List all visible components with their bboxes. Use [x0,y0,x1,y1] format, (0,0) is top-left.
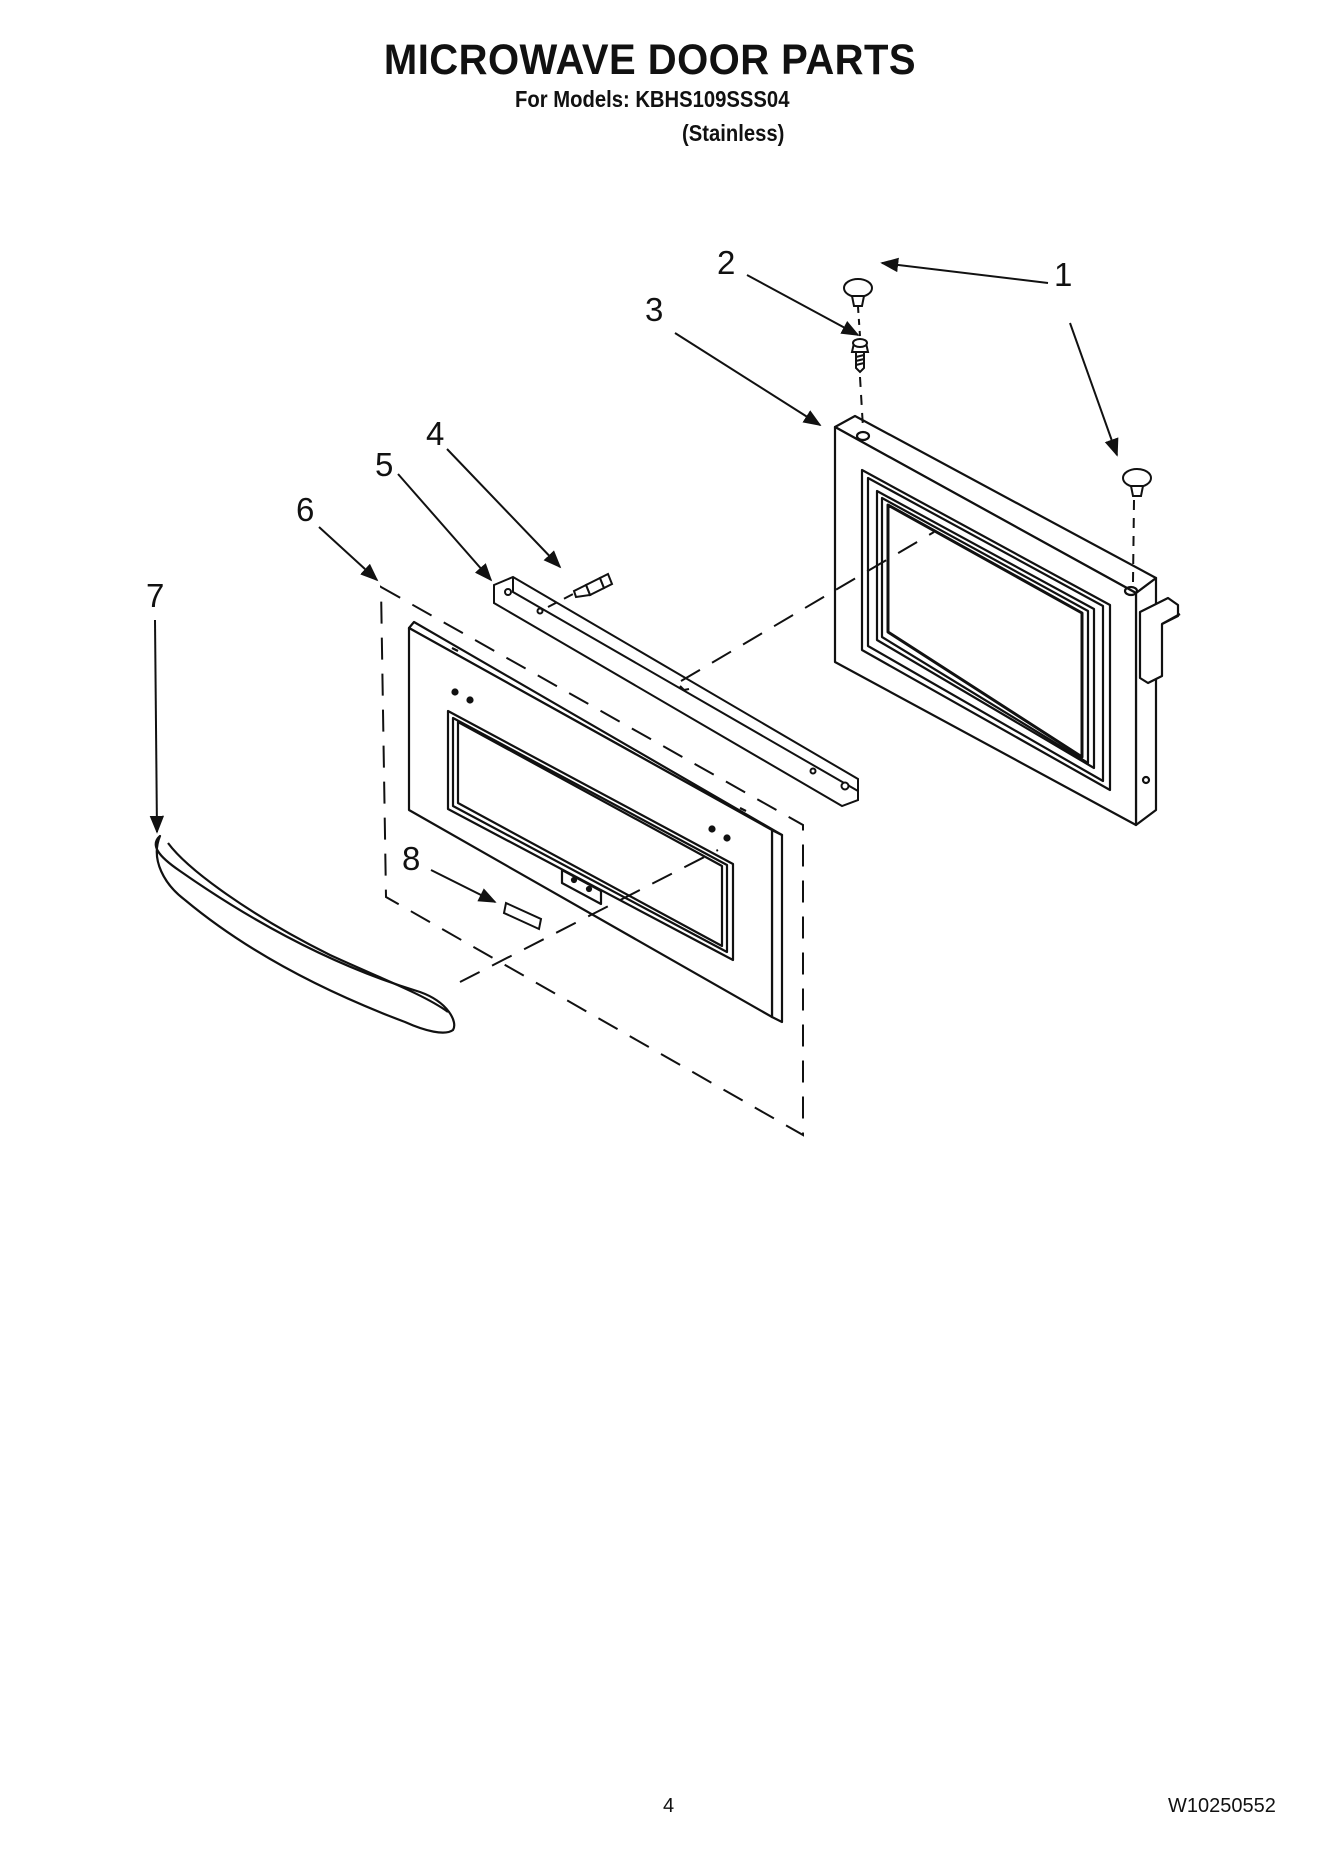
badge-plate [502,901,543,931]
inner-door-frame [833,414,1181,827]
outer-door-panel [407,620,784,1024]
callout-4: 4 [426,415,444,452]
document-number: W10250552 [1168,1795,1276,1817]
door-handle [154,834,456,1034]
callout-numbers: 1 2 3 4 5 6 7 8 [146,244,1072,877]
callout-3: 3 [645,291,663,328]
callout-8: 8 [402,840,420,877]
page-title: MICROWAVE DOOR PARTS [383,36,917,84]
callout-7: 7 [146,577,164,614]
callout-6: 6 [296,491,314,528]
hole-plug-right [1122,468,1152,497]
top-screw [850,338,870,374]
side-screw [572,572,614,599]
callout-1: 1 [1054,256,1072,293]
callout-5: 5 [375,446,393,483]
hinge-strip [493,575,859,808]
page-number: 4 [663,1795,675,1817]
callout-2: 2 [717,244,735,281]
models-line: For Models: KBHS109SSS04 [515,86,790,112]
leader-lines [149,257,1119,903]
hole-plug-left [843,278,873,307]
assembly-dashed-lines [379,306,1135,1137]
finish-line: (Stainless) [682,120,785,146]
